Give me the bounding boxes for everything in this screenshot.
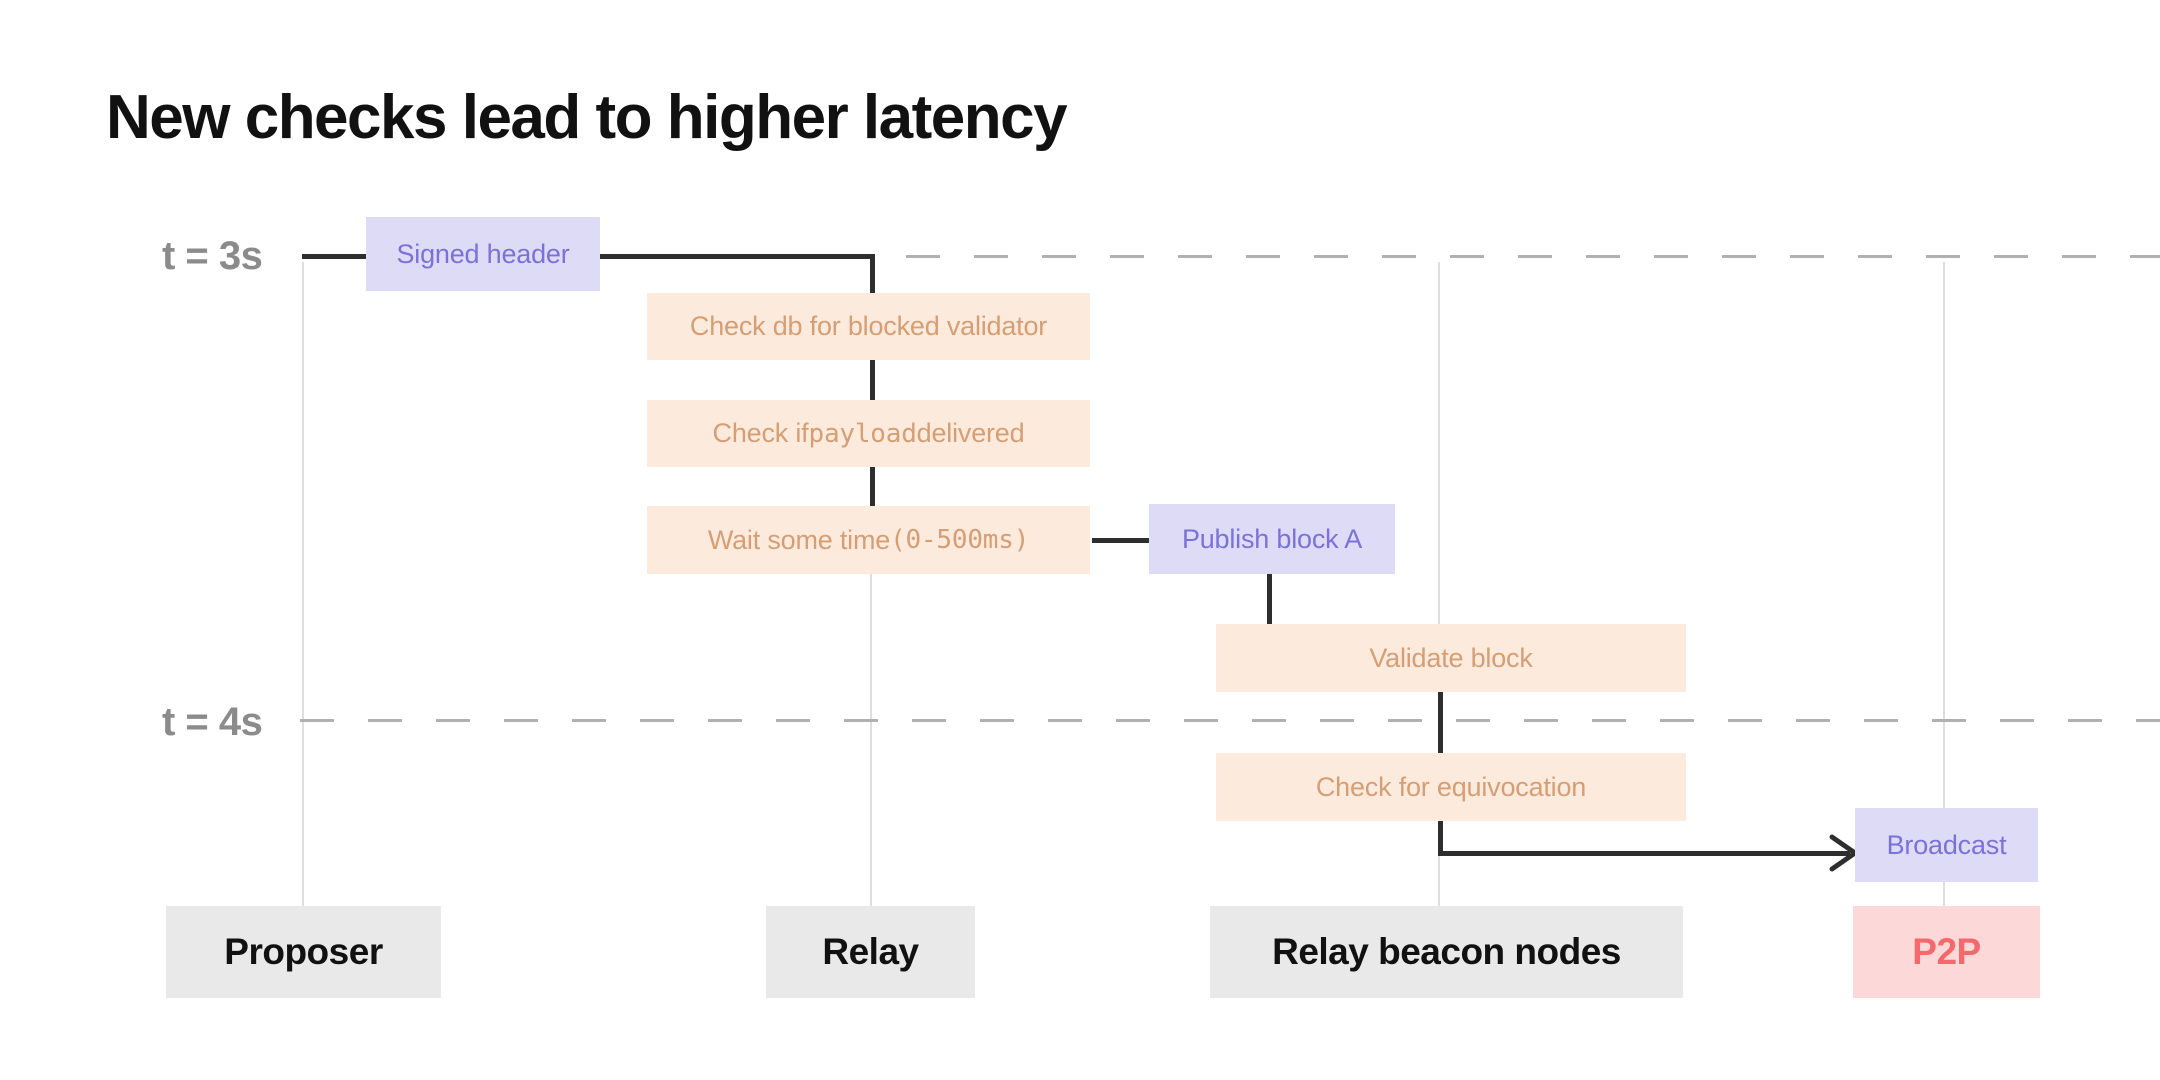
connector-to-broadcast [1438, 851, 1850, 856]
lane-box-relay-label: Relay [822, 931, 919, 972]
node-check-payload-mono: payload [808, 418, 917, 449]
node-publish-block-a-label: Publish block A [1181, 523, 1363, 554]
lane-box-proposer-label: Proposer [224, 931, 383, 972]
lane-line-relay [870, 262, 872, 906]
node-wait-pre: Wait some time [707, 524, 891, 555]
node-broadcast: Broadcast [1855, 808, 2038, 882]
node-wait: Wait some time (0-500ms) [647, 506, 1090, 574]
connector-check-db-to-payload [870, 360, 875, 402]
node-check-payload-post: delivered [916, 418, 1025, 448]
connector-t3-to-signed-header [302, 254, 366, 259]
time-label-t3: t = 3s [162, 234, 263, 278]
node-publish-block-a: Publish block A [1149, 504, 1395, 574]
node-check-db: Check db for blocked validator [647, 293, 1090, 360]
connector-payload-to-wait [870, 467, 875, 508]
node-wait-mono: (0-500ms) [890, 525, 1030, 555]
connector-publish-to-validate [1267, 574, 1272, 626]
node-check-payload: Check if payload delivered [647, 400, 1090, 467]
node-check-equivocation: Check for equivocation [1216, 753, 1686, 821]
diagram-title: New checks lead to higher latency [106, 83, 1068, 152]
t3-dashed-line [906, 255, 2160, 258]
lane-line-proposer [302, 262, 304, 906]
lane-line-p2p [1943, 262, 1945, 906]
lane-box-relay: Relay [766, 906, 975, 998]
lane-box-relay-beacon-nodes-label: Relay beacon nodes [1272, 931, 1621, 972]
t4-dashed-line [300, 719, 2160, 722]
node-broadcast-label: Broadcast [1886, 829, 2007, 860]
node-check-equivocation-label: Check for equivocation [1315, 771, 1587, 802]
node-signed-header: Signed header [366, 217, 600, 291]
time-label-t4: t = 4s [162, 700, 263, 744]
connector-validate-to-equivocation [1438, 692, 1443, 755]
node-check-db-label: Check db for blocked validator [689, 311, 1048, 341]
connector-signed-header-to-relay [600, 254, 875, 259]
lane-line-relay-beacon-nodes [1438, 262, 1440, 906]
lane-box-p2p: P2P [1853, 906, 2040, 998]
lane-box-p2p-label: P2P [1912, 931, 1981, 972]
connector-down-to-check-db [870, 254, 875, 298]
lane-box-proposer: Proposer [166, 906, 441, 998]
connector-equivocation-elbow [1438, 820, 1443, 856]
node-check-payload-pre: Check if [712, 418, 809, 448]
connector-wait-to-publish [1092, 538, 1150, 543]
node-validate-block: Validate block [1216, 624, 1686, 692]
node-validate-block-label: Validate block [1369, 642, 1533, 673]
node-signed-header-label: Signed header [396, 238, 570, 269]
lane-box-relay-beacon-nodes: Relay beacon nodes [1210, 906, 1683, 998]
